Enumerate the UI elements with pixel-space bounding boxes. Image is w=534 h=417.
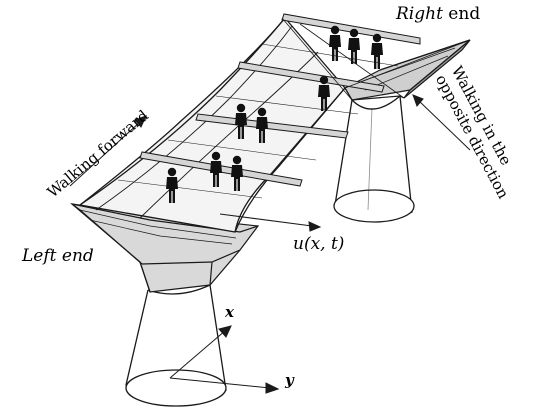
- axis-y-arrowhead: [265, 382, 280, 394]
- axis-y-line: [169, 377, 271, 389]
- pedestrian-figure: [348, 28, 360, 64]
- walking-opposite-arrow: [412, 94, 471, 151]
- right-pier: [333, 95, 415, 223]
- displacement-label: u(x, t): [293, 234, 345, 254]
- pedestrian-figure: [318, 75, 330, 111]
- pedestrian-figure: [256, 107, 268, 143]
- pedestrian-figure: [210, 151, 222, 187]
- left-end-label: Left end: [22, 246, 94, 266]
- walking-forward-arrow: [69, 115, 147, 187]
- pedestrian-figure: [329, 25, 341, 61]
- right-end-label: Right end: [396, 6, 480, 23]
- right-end-label-italic: Right: [396, 4, 443, 24]
- axis-x-arrowhead: [218, 325, 232, 338]
- pedestrian-figure: [371, 33, 383, 69]
- left-pier: [125, 284, 227, 407]
- coordinate-axes: [169, 325, 280, 394]
- pedestrian-figure: [166, 167, 178, 203]
- displacement-arrow: [219, 213, 322, 232]
- axis-y-label: y: [285, 371, 294, 389]
- pedestrian-figure: [231, 155, 243, 191]
- right-end-label-plain: end: [442, 4, 481, 24]
- pedestrian-figure: [235, 103, 247, 139]
- axis-x-line: [169, 329, 227, 379]
- pedestrians-group: [166, 25, 383, 203]
- axis-x-label: x: [225, 303, 234, 321]
